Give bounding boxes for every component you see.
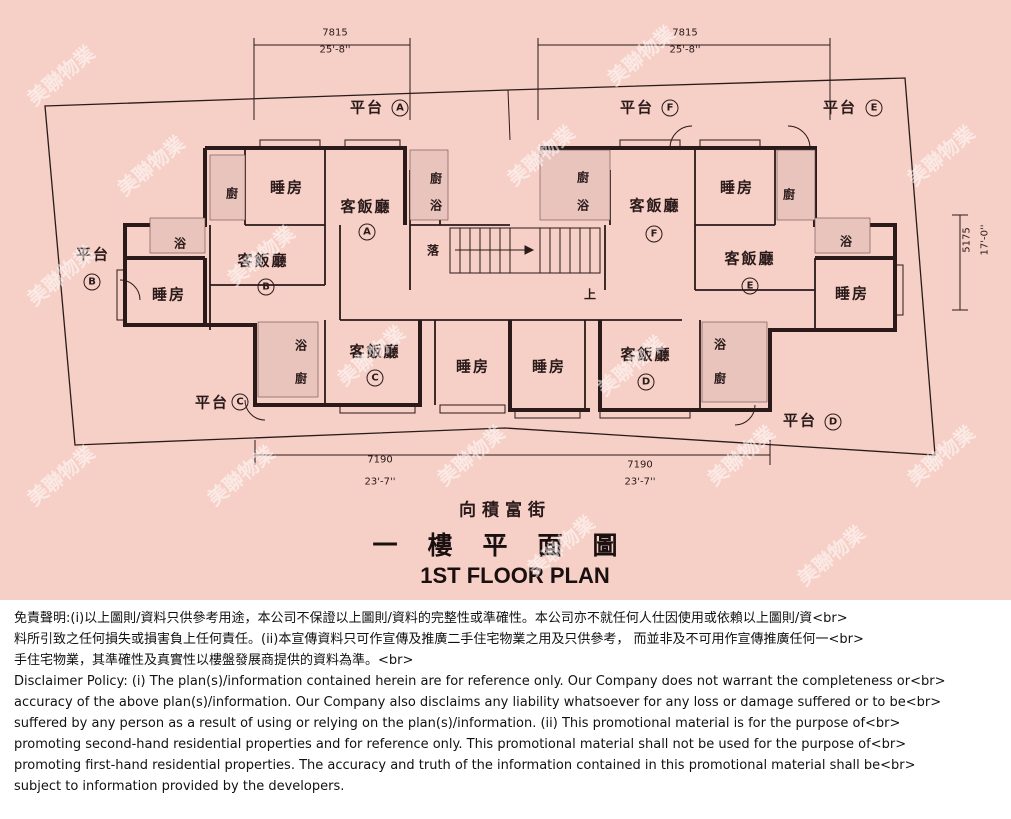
dim-bottom-right-mm: 7190	[627, 459, 653, 471]
tiled-areas	[149, 149, 871, 403]
terrace-d-marker: D	[824, 413, 842, 431]
street-name: 向積富街	[459, 500, 551, 521]
disclaimer-line: 手住宅物業，其準確性及真實性以樓盤發展商提供的資料為準。<br>	[14, 653, 414, 668]
unit-f-marker: F	[645, 225, 663, 243]
terrace-d-label: 平台	[782, 411, 818, 430]
unit-a-living-dining: 客飯廳	[340, 197, 392, 216]
disclaimer-line: accuracy of the above plan(s)/informatio…	[14, 695, 942, 710]
unit-c-kitchen: 廚	[294, 371, 308, 386]
unit-b-bathroom: 浴	[173, 236, 187, 251]
dim-bottom-left-ft: 23'-7''	[364, 476, 396, 488]
unit-e-living-dining: 客飯廳	[724, 249, 776, 268]
unit-b-living-dining: 客飯廳	[237, 251, 289, 270]
unit-f-living-dining: 客飯廳	[629, 196, 681, 215]
interior-walls	[209, 148, 816, 410]
terrace-f-marker: F	[661, 99, 679, 117]
disclaimer-line: 免責聲明:(i)以上圖則/資料只供參考用途，本公司不保證以上圖則/資料的完整性或…	[14, 611, 848, 626]
staircase	[449, 227, 601, 274]
unit-f-bathroom: 浴	[576, 198, 590, 213]
terrace-f-label: 平台	[619, 98, 655, 117]
unit-a-kitchen-2: 廚	[429, 171, 443, 186]
disclaimer-line: Disclaimer Policy: (i) The plan(s)/infor…	[14, 674, 946, 689]
disclaimer-line: subject to information provided by the d…	[14, 779, 345, 794]
unit-a-marker: A	[358, 223, 376, 241]
unit-e-bedroom: 睡房	[834, 284, 870, 303]
door-swings	[119, 125, 811, 426]
unit-c-living-dining: 客飯廳	[349, 342, 401, 361]
dim-bottom-right-ft: 23'-7''	[624, 476, 656, 488]
terrace-e-marker: E	[865, 99, 883, 117]
dim-top-right-mm: 7815	[672, 27, 698, 39]
plan-title-english: 1ST FLOOR PLAN	[420, 563, 610, 588]
unit-d-bathroom: 浴	[713, 337, 727, 352]
unit-c-bedroom: 睡房	[455, 357, 491, 376]
floor-plan-drawing	[44, 38, 968, 465]
stair-down-label: 落	[426, 243, 440, 258]
windows	[116, 139, 904, 419]
unit-c-bathroom: 浴	[294, 338, 308, 353]
unit-d-bedroom: 睡房	[531, 357, 567, 376]
dim-bottom-left-mm: 7190	[367, 454, 393, 466]
dim-right-mm: 5175	[961, 227, 973, 253]
disclaimer-text: 免責聲明:(i)以上圖則/資料只供參考用途，本公司不保證以上圖則/資料的完整性或…	[14, 608, 1004, 797]
terrace-a-label: 平台	[349, 98, 385, 117]
unit-d-marker: D	[637, 373, 655, 391]
terrace-c-marker: C	[231, 393, 249, 411]
disclaimer-line: 料所引致之任何損失或損害負上任何責任。(ii)本宣傳資料只可作宣傳及推廣二手住宅…	[14, 632, 864, 647]
disclaimer-line: promoting second-hand residential proper…	[14, 737, 907, 752]
unit-e-bathroom: 浴	[839, 234, 853, 249]
dim-top-right-ft: 25'-8''	[669, 44, 701, 56]
unit-a-bathroom: 浴	[429, 198, 443, 213]
dim-right-ft: 17'-0''	[979, 224, 991, 256]
unit-f-kitchen: 廚	[782, 187, 796, 202]
unit-f-bedroom: 睡房	[719, 178, 755, 197]
unit-c-marker: C	[366, 369, 384, 387]
unit-b-marker: B	[257, 278, 275, 296]
dim-top-left-mm: 7815	[322, 27, 348, 39]
disclaimer-line: suffered by any person as a result of us…	[14, 716, 901, 731]
dimension-lines	[253, 38, 968, 465]
unit-f-kitchen-2: 廚	[576, 170, 590, 185]
floor-plan-diagram: 7815 25'-8'' 7815 25'-8'' 7190 23'-7'' 7…	[0, 0, 1011, 600]
site-divider	[507, 89, 511, 141]
terrace-a-marker: A	[391, 99, 409, 117]
dim-top-left-ft: 25'-8''	[319, 44, 351, 56]
unit-d-kitchen: 廚	[713, 371, 727, 386]
terrace-b-marker: B	[83, 273, 101, 291]
terrace-c-label: 平台	[194, 393, 230, 412]
terrace-e-label: 平台	[822, 98, 858, 117]
disclaimer-line: promoting first-hand residential propert…	[14, 758, 916, 773]
unit-e-marker: E	[741, 277, 759, 295]
plan-title-chinese: 一樓平面圖	[372, 531, 648, 560]
unit-b-bedroom: 睡房	[151, 285, 187, 304]
unit-d-living-dining: 客飯廳	[620, 345, 672, 364]
unit-a-kitchen: 廚	[225, 186, 239, 201]
stair-up-label: 上	[583, 287, 597, 302]
unit-a-bedroom: 睡房	[269, 178, 305, 197]
terrace-b-label: 平台	[75, 245, 111, 264]
